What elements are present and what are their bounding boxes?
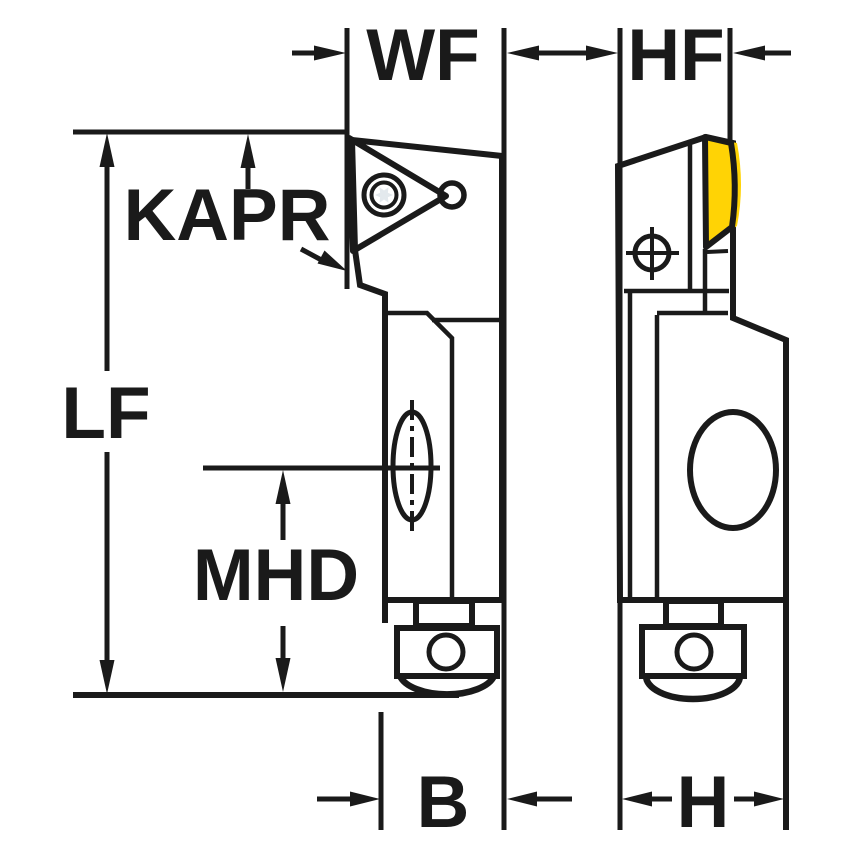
dim-wf-arrow-right — [507, 45, 539, 61]
dim-label-lf: LF — [61, 373, 150, 454]
dim-label-h: H — [677, 762, 730, 843]
dim-kapr-arrow-up — [240, 134, 256, 168]
torx-star-icon — [375, 187, 393, 203]
front-clamp-neck — [413, 598, 475, 629]
dim-lf-arrow-down — [99, 660, 115, 694]
dim-h-arrow-left — [622, 791, 652, 807]
front-pocket-line — [387, 310, 455, 597]
side-clamp-boss — [642, 675, 744, 703]
front-view — [346, 135, 505, 698]
torx-screw-inner-icon — [369, 180, 399, 210]
dim-hf-arrow-right — [733, 45, 765, 61]
torx-screw-outer-icon — [361, 172, 407, 218]
dim-kapr-arrow-diag — [317, 250, 347, 271]
dim-b-arrow-left — [350, 791, 380, 807]
side-clamp-neck — [663, 598, 724, 629]
dim-b-arrow-right — [507, 791, 537, 807]
side-insert — [702, 134, 738, 250]
dim-label-wf: WF — [366, 15, 480, 96]
side-bore-ellipse — [687, 409, 779, 531]
side-insert-seat-line — [706, 249, 729, 254]
side-clamp-block — [639, 624, 747, 679]
front-clamp-block — [394, 625, 500, 679]
dim-lf-arrow-up — [99, 133, 115, 167]
dim-label-mhd: MHD — [193, 535, 359, 616]
side-view — [614, 133, 789, 703]
dim-label-hf: HF — [627, 15, 724, 96]
dim-h-arrow-right — [754, 791, 784, 807]
dim-wf-arrow-left — [314, 45, 346, 61]
dim-hf-arrow-left — [586, 45, 618, 61]
front-clamp-screw-icon — [426, 632, 466, 672]
dim-mhd-arrow-down — [275, 658, 291, 692]
dim-mhd-arrow-up — [275, 470, 291, 504]
side-clamp-screw-icon — [674, 632, 714, 672]
dimension-labels: WF HF KAPR LF MHD B H — [61, 15, 729, 843]
dim-label-b: B — [417, 762, 470, 843]
dim-label-kapr: KAPR — [124, 175, 331, 256]
dimension-lines — [73, 28, 791, 830]
side-body — [614, 133, 789, 603]
front-insert — [346, 135, 449, 254]
